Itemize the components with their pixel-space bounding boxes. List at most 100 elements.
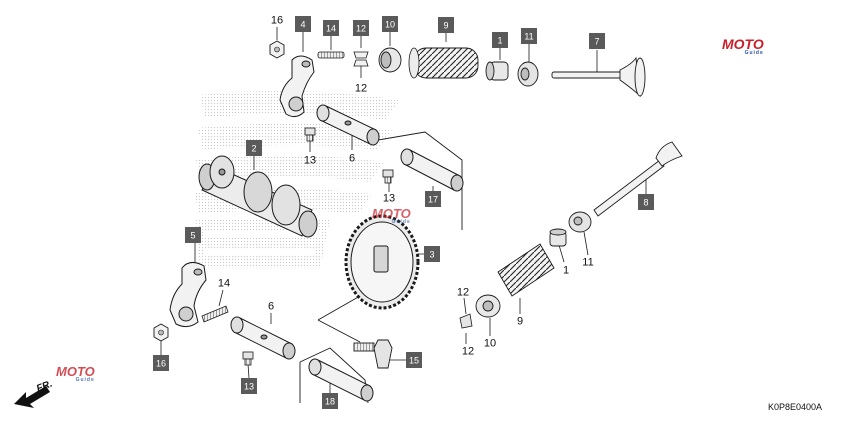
callout-c15: 15 (406, 352, 422, 368)
callout-c11a: 11 (521, 28, 537, 44)
callout-number: 6 (349, 153, 355, 165)
callout-box (153, 355, 169, 371)
valve-part-8 (593, 141, 683, 217)
callout-box (241, 378, 257, 394)
callout-number: 14 (218, 278, 230, 290)
spring-seat-part-11-right (568, 211, 592, 233)
callout-c11b: 11 (582, 257, 593, 269)
callout-c12a: 12 (353, 20, 369, 36)
callout-c6a: 6 (349, 153, 355, 165)
callout-number: 9 (517, 316, 523, 328)
callout-number: 6 (268, 301, 274, 313)
callout-number: 4 (300, 20, 305, 30)
callout-c14b: 14 (218, 278, 230, 290)
callout-number: 13 (244, 382, 254, 392)
callout-c1a: 1 (492, 32, 508, 48)
callout-box (424, 246, 440, 262)
stem-seal-part-1-right (549, 228, 567, 247)
retainer-part-10-right (475, 294, 501, 318)
callout-number: 7 (594, 37, 599, 47)
callout-number: 12 (462, 346, 474, 358)
rocker-shaft-part-6-top (316, 104, 380, 146)
callout-number: 12 (457, 287, 469, 299)
callout-number: 13 (383, 193, 395, 205)
callout-c13a: 13 (304, 155, 316, 167)
bolt-part-15 (353, 339, 393, 369)
callout-number: 10 (385, 20, 395, 30)
rocker-shaft-part-17 (400, 148, 464, 192)
callout-c2: 2 (246, 140, 262, 156)
callout-number: 13 (304, 155, 316, 167)
valve-spring-part-9-right (497, 243, 555, 297)
callout-box (246, 140, 262, 156)
bolt-part-13-bottom (242, 351, 254, 366)
rocker-arm-part-5 (169, 262, 207, 328)
callout-number: 18 (325, 397, 335, 407)
callout-c1b: 1 (563, 265, 569, 277)
callout-box (492, 32, 508, 48)
callout-number: 2 (251, 144, 256, 154)
callout-box (382, 16, 398, 32)
callout-c16b: 16 (153, 355, 169, 371)
callout-c6b: 6 (268, 301, 274, 313)
callout-number: 1 (563, 265, 569, 277)
adjust-screw-part-14-bottom (201, 305, 229, 323)
diagram-code: K0P8E0400A (768, 402, 823, 412)
callout-c17: 17 (425, 191, 441, 207)
bolt-part-13-mid (382, 169, 394, 184)
callout-c4: 4 (295, 16, 311, 32)
callout-box (322, 393, 338, 409)
callout-box (638, 194, 654, 210)
callout-c8: 8 (638, 194, 654, 210)
cam-sprocket-part-3 (344, 214, 420, 310)
valve-part-7 (551, 56, 646, 98)
callout-c13b: 13 (383, 193, 395, 205)
direction-label: FR. (35, 379, 54, 395)
watermark-logo-center: MOTO Guide (372, 206, 411, 225)
callout-number: 1 (497, 36, 502, 46)
stem-seal-part-1-top (485, 61, 509, 81)
callout-number: 5 (190, 231, 195, 241)
callout-number: 11 (524, 32, 533, 42)
rocker-arm-part-4 (279, 55, 315, 118)
callout-c13c: 13 (241, 378, 257, 394)
callout-box (521, 28, 537, 44)
rocker-shaft-part-6-bottom (230, 316, 296, 360)
callout-number: 16 (271, 15, 283, 27)
callout-c9a: 9 (438, 17, 454, 33)
callout-c18: 18 (322, 393, 338, 409)
bolt-part-13-top (304, 127, 316, 142)
camshaft-part-2 (198, 155, 318, 238)
callout-box (589, 33, 605, 49)
callout-c3: 3 (424, 246, 440, 262)
callout-number: 15 (409, 356, 419, 366)
callout-number: 16 (156, 359, 166, 369)
callout-c9b: 9 (517, 316, 523, 328)
callout-c10b: 10 (484, 338, 496, 350)
retainer-part-10-top (378, 47, 402, 73)
callout-number: 10 (484, 338, 496, 350)
callout-box (353, 20, 369, 36)
spring-seat-part-11-top (517, 61, 539, 87)
callout-c7: 7 (589, 33, 605, 49)
callout-box (425, 191, 441, 207)
cotter-part-12-right (459, 313, 473, 329)
callout-c14a: 14 (323, 20, 339, 36)
callout-box (406, 352, 422, 368)
callout-box (323, 20, 339, 36)
callout-number: 9 (443, 21, 448, 31)
callout-c12d: 12 (462, 346, 474, 358)
callout-box (438, 17, 454, 33)
adjust-screw-part-14-top (317, 51, 345, 59)
callout-number: 11 (582, 257, 593, 269)
callout-number: 3 (429, 250, 434, 260)
callout-c16a: 16 (271, 15, 283, 27)
valve-spring-part-9-top (408, 47, 479, 79)
nut-part-16-bottom (153, 323, 169, 342)
callout-number: 8 (643, 198, 648, 208)
callout-c10a: 10 (382, 16, 398, 32)
callout-box (295, 16, 311, 32)
callout-number: 12 (356, 24, 366, 34)
callout-c12b: 12 (355, 83, 367, 95)
